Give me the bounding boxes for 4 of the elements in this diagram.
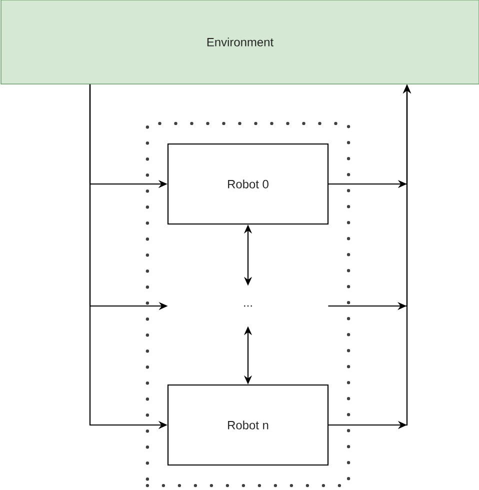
robot-box: Robot n	[167, 384, 329, 466]
robot-box: Robot 0	[167, 143, 329, 225]
ellipsis-text: ...	[244, 305, 252, 307]
environment-box: Environment	[0, 0, 479, 84]
